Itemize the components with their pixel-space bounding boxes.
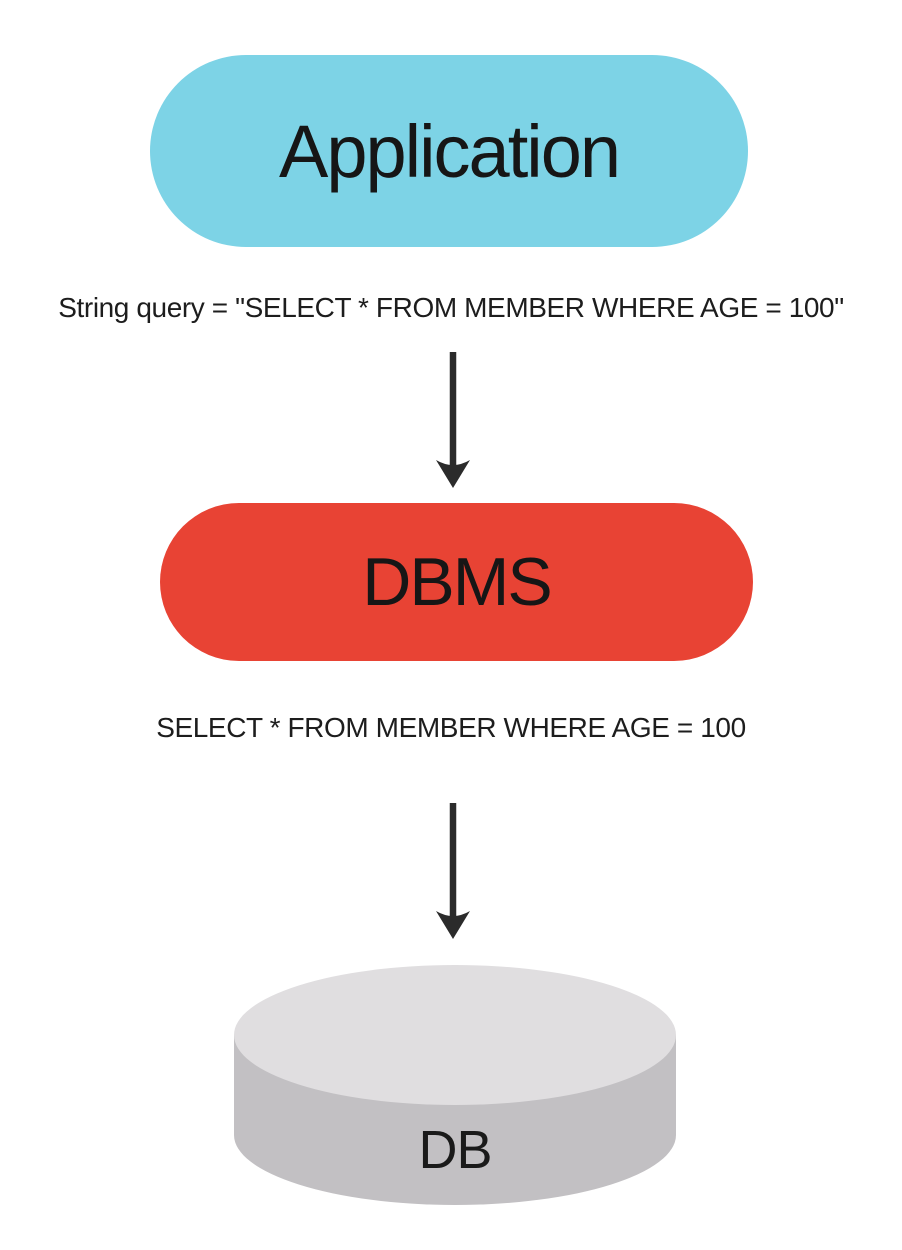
edge-label-sql: SELECT * FROM MEMBER WHERE AGE = 100	[156, 712, 746, 743]
application-node-label: Application	[278, 109, 621, 193]
arrow-head	[436, 911, 470, 939]
db-cylinder-top	[234, 965, 676, 1105]
db-node-label: DB	[418, 1120, 492, 1180]
dbms-node: DBMS	[160, 503, 753, 661]
arrow-app-to-dbms-icon	[436, 352, 470, 488]
application-node: Application	[150, 55, 748, 247]
dbms-node-label: DBMS	[362, 544, 552, 620]
arrow-head	[436, 460, 470, 488]
db-cylinder-icon	[234, 965, 676, 1205]
edge-label-query-string: String query = "SELECT * FROM MEMBER WHE…	[58, 292, 844, 323]
arrow-dbms-to-db-icon	[436, 803, 470, 939]
